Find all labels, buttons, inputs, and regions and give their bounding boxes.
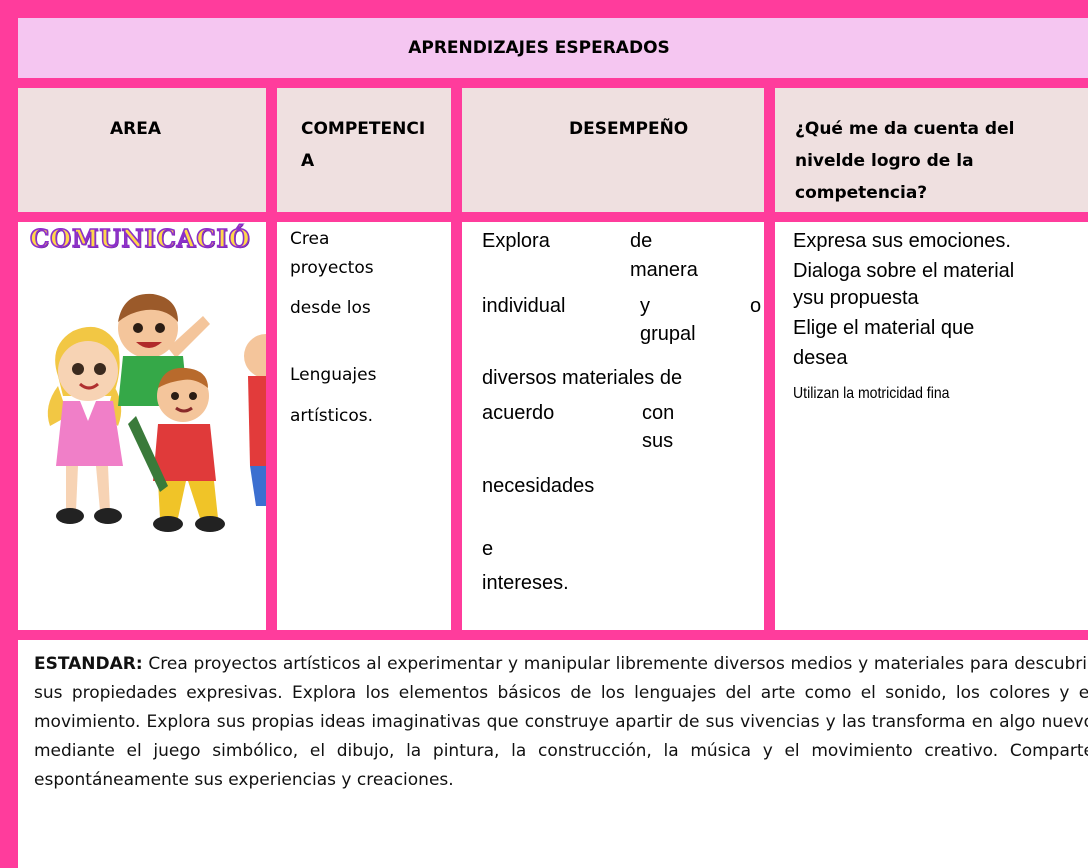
logro-cell: Expresa sus emociones. Dialoga sobre el … (775, 222, 1088, 630)
logro-line2: Dialoga sobre el material (793, 260, 1015, 282)
desempeno-word-sus: sus (642, 430, 674, 452)
desempeno-word-intereses: intereses. (482, 572, 569, 594)
competencia-line1: Crea (290, 229, 330, 249)
table-title: APRENDIZAJES ESPERADOS (18, 18, 1088, 78)
logro-line6: Utilizan la motricidad fina (793, 385, 950, 402)
competencia-line2: proyectos (290, 258, 374, 278)
children-jumping-illustration (47, 293, 266, 532)
desempeno-word-acuerdo: acuerdo (482, 402, 555, 424)
desempeno-word-necesidades: necesidades (482, 475, 595, 497)
desempeno-word-individual: individual (482, 295, 566, 317)
header-logro-line1: ¿Qué me da cuenta del (795, 119, 1015, 139)
logro-line5: desea (793, 347, 848, 369)
header-logro-line3: competencia? (795, 183, 928, 203)
header-competencia: COMPETENCI A (277, 88, 451, 212)
desempeno-word-y: y (640, 295, 650, 317)
competencia-line4: Lenguajes (290, 365, 377, 385)
header-desempeno: DESEMPEÑO (462, 88, 764, 212)
desempeno-cell: Explora de manera individual y o grupal … (462, 222, 764, 630)
desempeno-word-grupal: grupal (640, 323, 696, 345)
area-title: COMUNICACIÓ (29, 223, 251, 254)
area-cell: COMUNICACIÓ (18, 222, 266, 630)
competencia-cell: Crea proyectos desde los Lenguajes artís… (277, 222, 451, 630)
header-competencia-line1: COMPETENCI (301, 119, 426, 139)
desempeno-word-manera: manera (630, 259, 698, 281)
desempeno-word-e: e (482, 538, 494, 560)
logro-line4: Elige el material que (793, 317, 975, 339)
desempeno-word-o: o (750, 295, 762, 317)
header-area-text: AREA (110, 119, 162, 139)
header-logro: ¿Qué me da cuenta del nivelde logro de l… (775, 88, 1088, 212)
logro-line3: ysu propuesta (793, 287, 919, 309)
desempeno-line-diversos: diversos materiales de (482, 367, 683, 389)
header-area: AREA (18, 88, 266, 212)
estandar-paragraph: ESTANDAR: Crea proyectos artísticos al e… (34, 650, 1088, 795)
estandar-cell (18, 640, 1088, 868)
desempeno-word-explora: Explora (482, 230, 550, 252)
desempeno-word-con: con (642, 402, 675, 424)
header-desempeno-text: DESEMPEÑO (569, 119, 689, 139)
header-logro-line2: nivelde logro de la (795, 151, 974, 171)
table-title-text: APRENDIZAJES ESPERADOS (408, 38, 670, 58)
estandar-text: Crea proyectos artísticos al experimenta… (34, 654, 1088, 790)
header-competencia-line2: A (301, 151, 315, 171)
competencia-line5: artísticos. (290, 406, 374, 426)
desempeno-word-de: de (630, 230, 653, 252)
logro-line1: Expresa sus emociones. (793, 230, 1011, 252)
estandar-label: ESTANDAR: (34, 654, 143, 674)
competencia-line3: desde los (290, 298, 371, 318)
